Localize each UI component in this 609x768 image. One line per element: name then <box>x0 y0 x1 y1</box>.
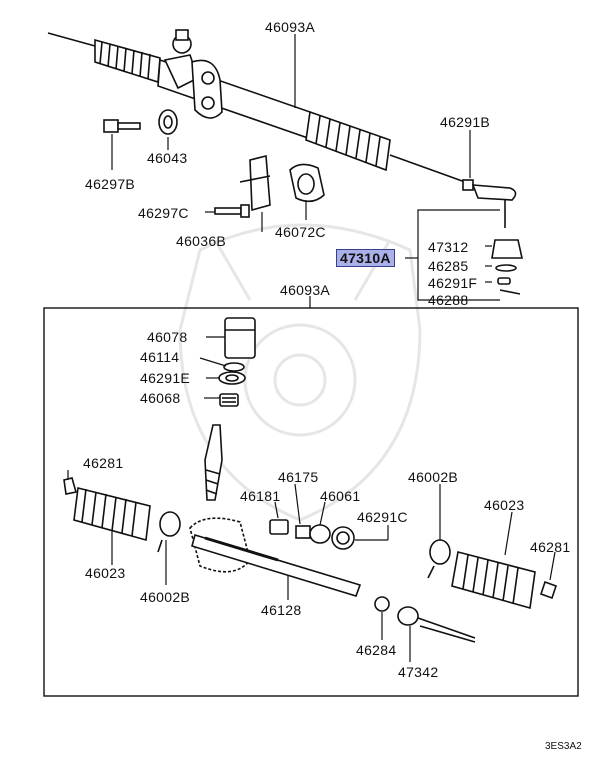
label-46297b: 46297B <box>85 176 136 192</box>
label-46023-right: 46023 <box>484 497 525 513</box>
label-46078: 46078 <box>147 329 188 345</box>
label-46043: 46043 <box>147 150 188 166</box>
bracket-46036b <box>239 154 271 212</box>
label-46281-left: 46281 <box>83 455 124 471</box>
label-47312: 47312 <box>428 239 469 255</box>
bolt-46297b <box>103 119 141 133</box>
label-46284: 46284 <box>356 642 397 658</box>
rack-housing-assembly <box>47 29 517 228</box>
bolt-46297c <box>214 204 250 218</box>
label-46114: 46114 <box>140 349 180 365</box>
assembly-box <box>43 307 579 697</box>
left-boot-group <box>63 477 181 553</box>
ball-joint-parts <box>491 239 523 295</box>
label-46072c: 46072C <box>275 224 326 240</box>
label-46023-left: 46023 <box>85 565 126 581</box>
label-47310a[interactable]: 47310A <box>336 249 395 267</box>
label-46036b: 46036B <box>176 233 227 249</box>
label-46181: 46181 <box>240 488 281 504</box>
yoke-parts <box>269 519 355 550</box>
label-46291e: 46291E <box>140 370 191 386</box>
diagram-code: 3ES3A2 <box>545 741 582 752</box>
label-46093a-top: 46093A <box>265 19 316 35</box>
label-46093a-box: 46093A <box>280 282 331 298</box>
label-46297c: 46297C <box>138 205 189 221</box>
rack-bar-46128 <box>189 517 362 597</box>
callout-lines-top <box>111 34 500 308</box>
label-46061: 46061 <box>320 488 361 504</box>
label-46002b-left: 46002B <box>140 589 191 605</box>
label-46291f: 46291F <box>428 275 478 291</box>
inner-tie-rod <box>374 596 476 643</box>
pinion-assembly <box>204 317 256 501</box>
label-47342: 47342 <box>398 664 439 680</box>
label-46128: 46128 <box>261 602 302 618</box>
label-46281-right: 46281 <box>530 539 571 555</box>
label-46288: 46288 <box>428 292 469 308</box>
label-46285: 46285 <box>428 258 469 274</box>
label-46291c: 46291C <box>357 509 408 525</box>
right-boot-group <box>427 539 558 610</box>
bushing-46043 <box>158 109 178 135</box>
label-46175: 46175 <box>278 469 319 485</box>
label-46002b-right: 46002B <box>408 469 459 485</box>
label-46291b: 46291B <box>440 114 491 130</box>
bushing-46072c <box>289 163 325 203</box>
label-46068: 46068 <box>140 390 181 406</box>
callout-lines-box <box>67 336 556 662</box>
